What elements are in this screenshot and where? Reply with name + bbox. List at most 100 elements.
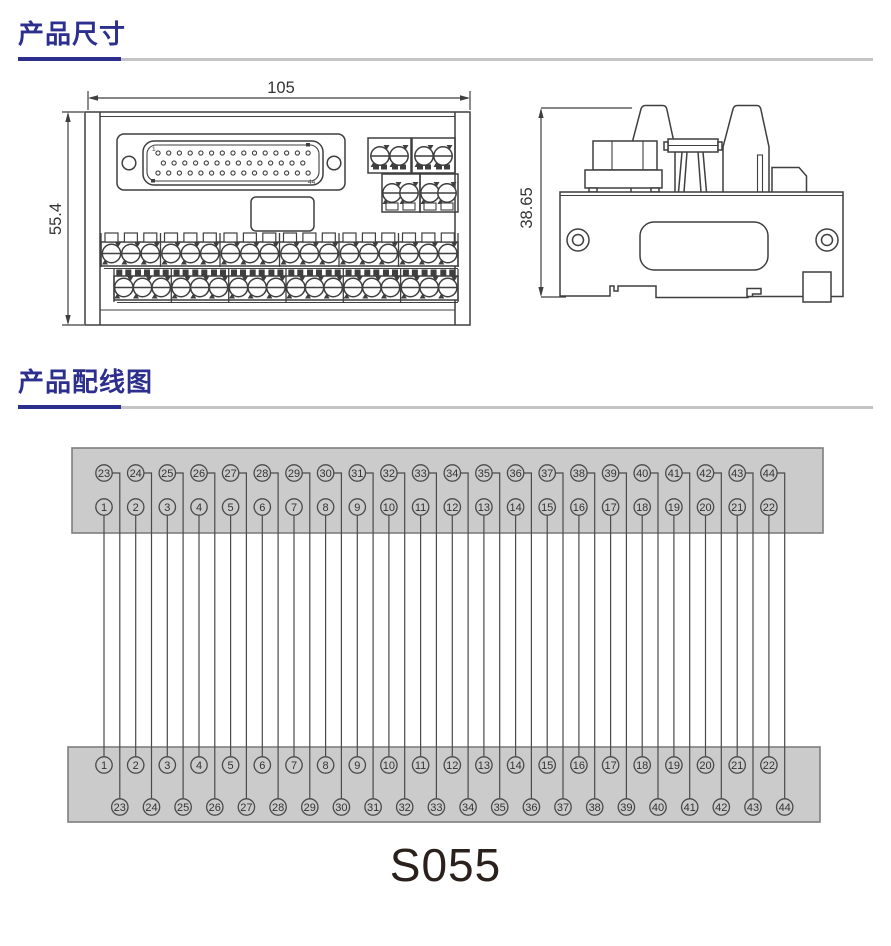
terminal-circle	[221, 498, 240, 516]
terminal-number: 13	[478, 502, 490, 514]
wiring-top-strip	[71, 447, 824, 534]
terminal-circle	[443, 498, 462, 516]
divider-accent	[18, 405, 121, 409]
terminal-number: 16	[573, 502, 585, 514]
terminal-number: 17	[604, 502, 616, 514]
terminal-number: 26	[209, 802, 221, 814]
wire	[175, 472, 184, 799]
terminal-circle	[665, 498, 683, 516]
terminal-circle	[126, 756, 145, 774]
dsub-pin	[241, 170, 247, 176]
terminal-circle	[190, 498, 208, 516]
terminal-number: 20	[699, 502, 711, 514]
terminal-circle	[443, 756, 462, 774]
dsub-pin	[230, 170, 236, 176]
terminal-circle	[538, 464, 557, 482]
terminal-circle	[174, 798, 192, 816]
terminal-circle	[696, 464, 715, 482]
terminal-number: 26	[193, 468, 205, 480]
terminal-number: 34	[462, 802, 474, 814]
terminal-number: 7	[291, 760, 297, 772]
terminal-number: 44	[779, 802, 791, 814]
dsub-connector-outer	[142, 140, 324, 186]
dsub-pin	[225, 160, 231, 166]
side-height-label: 38.65	[518, 187, 536, 228]
terminal-circle	[538, 756, 557, 774]
terminal-circle	[760, 464, 778, 482]
terminal-block	[411, 137, 456, 174]
wire	[365, 472, 374, 799]
terminal-number: 15	[541, 502, 553, 514]
terminal-circle	[237, 798, 256, 816]
terminal-number: 42	[715, 802, 727, 814]
terminal-circle	[775, 798, 794, 816]
terminal-circle	[332, 798, 351, 816]
terminal-number: 24	[145, 802, 157, 814]
mount-hole-left	[121, 155, 137, 171]
dsub-pin	[198, 150, 204, 156]
terminal-circle	[316, 756, 335, 774]
terminal-circle	[380, 498, 398, 516]
terminal-circle	[110, 798, 129, 816]
dsub-pin	[219, 170, 225, 176]
wire	[523, 472, 532, 799]
wiring-diagram-svg: 2311232422242533252644262755272866282977…	[67, 447, 824, 823]
terminal-circle	[617, 798, 636, 816]
terminal-circle	[506, 464, 525, 482]
dsub-pin	[257, 160, 263, 166]
terminal-number: 23	[114, 802, 126, 814]
front-height-dimension: 55.4	[47, 111, 84, 326]
terminal-number: 41	[684, 802, 696, 814]
terminal-circle	[253, 756, 272, 774]
wire	[460, 472, 469, 799]
terminal-block	[367, 137, 412, 174]
dsub-pin	[198, 170, 204, 176]
dsub-pin	[305, 170, 311, 176]
terminal-circle	[269, 798, 287, 816]
terminal-circle	[380, 756, 398, 774]
wire	[112, 472, 121, 799]
dsub-pin	[262, 150, 268, 156]
terminal-number: 33	[414, 468, 426, 480]
terminal-circle	[459, 798, 477, 816]
terminal-number: 36	[525, 802, 537, 814]
section-divider	[18, 405, 873, 409]
terminal-circle	[285, 756, 303, 774]
dsub-pin	[219, 150, 225, 156]
arrow-up-icon	[65, 112, 71, 122]
dsub-pin	[155, 150, 161, 156]
wire	[682, 472, 691, 799]
dsub-pin	[267, 160, 274, 166]
terminal-number: 38	[589, 802, 601, 814]
terminal-number: 29	[288, 468, 300, 480]
arrow-left-icon	[88, 95, 98, 101]
terminal-circle	[585, 798, 604, 816]
terminal-number: 37	[541, 468, 553, 480]
dsub-pin	[289, 160, 295, 166]
terminal-circle	[728, 464, 747, 482]
terminal-circle	[427, 798, 446, 816]
side-slot	[639, 221, 769, 271]
dsub-pin	[208, 170, 215, 176]
label-window	[250, 196, 315, 232]
terminal-number: 27	[224, 468, 236, 480]
terminal-number: 20	[699, 760, 711, 772]
terminal-circle	[411, 464, 430, 482]
terminal-circle	[316, 498, 335, 516]
terminal-number: 9	[354, 760, 360, 772]
terminal-circle	[126, 464, 145, 482]
terminal-circle	[190, 756, 208, 774]
arrow-right-icon	[460, 95, 470, 101]
terminal-number: 21	[731, 760, 743, 772]
dsub-pin	[300, 160, 306, 166]
terminal-number: 22	[763, 502, 775, 514]
front-height-label: 55.4	[47, 203, 65, 235]
terminal-number: 2	[133, 502, 139, 514]
wire	[397, 472, 406, 799]
din-hook	[746, 287, 762, 298]
wire	[618, 472, 627, 799]
section-divider	[18, 57, 873, 61]
side-module-body	[559, 104, 844, 303]
terminal-circle	[411, 756, 430, 774]
terminal-number: 25	[161, 468, 173, 480]
